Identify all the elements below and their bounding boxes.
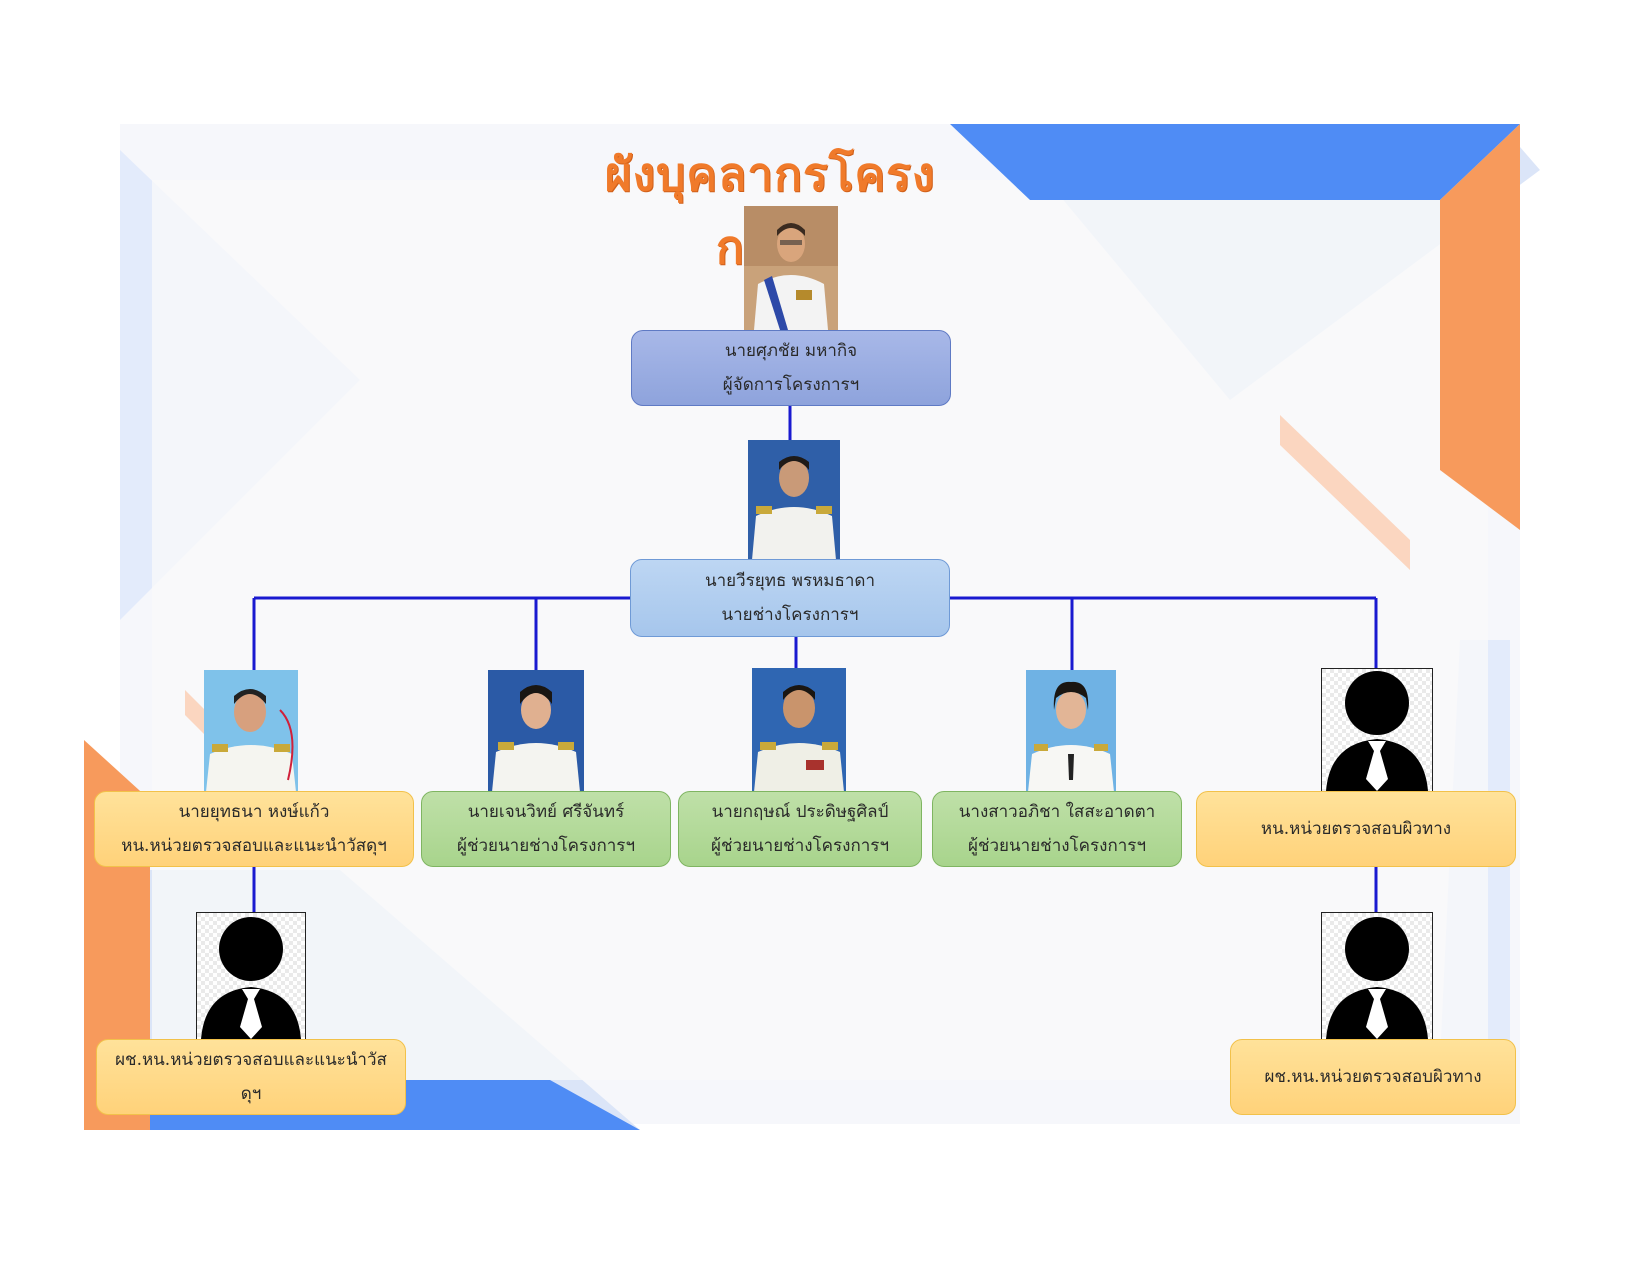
manager-role: ผู้จัดการโครงการฯ	[722, 375, 860, 395]
staff-5-role: หน.หน่วยตรวจสอบผิวทาง	[1260, 819, 1452, 839]
staff-3-name: นายกฤษณ์ ประดิษฐศิลป์	[711, 802, 889, 822]
staff-1-box: นายยุทธนา หงษ์แก้ว หน.หน่วยตรวจสอบและแนะ…	[94, 791, 414, 867]
engineer-role: นายช่างโครงการฯ	[721, 605, 859, 625]
person-silhouette-icon	[1322, 913, 1432, 1039]
engineer-box: นายวีรยุทธ พรหมธาดา นายช่างโครงการฯ	[630, 559, 950, 637]
staff-4-photo	[1026, 670, 1116, 792]
staff-2-box: นายเจนวิทย์ ศรีจันทร์ ผู้ช่วยนายช่างโครง…	[421, 791, 671, 867]
staff-1-name: นายยุทธนา หงษ์แก้ว	[178, 802, 330, 822]
manager-photo	[744, 206, 838, 330]
manager-box: นายศุภชัย มหากิจ ผู้จัดการโครงการฯ	[631, 330, 951, 406]
deputy-2-role: ผช.หน.หน่วยตรวจสอบผิวทาง	[1264, 1067, 1482, 1087]
engineer-photo	[748, 440, 840, 560]
staff-2-role: ผู้ช่วยนายช่างโครงการฯ	[457, 836, 635, 856]
deputy-2-box: ผช.หน.หน่วยตรวจสอบผิวทาง	[1230, 1039, 1516, 1115]
deputy-2-photo-placeholder	[1321, 912, 1433, 1040]
person-silhouette-icon	[197, 913, 305, 1039]
deputy-1-photo-placeholder	[196, 912, 306, 1040]
staff-2-name: นายเจนวิทย์ ศรีจันทร์	[467, 802, 625, 822]
staff-4-box: นางสาวอภิชา ใสสะอาดตา ผู้ช่วยนายช่างโครง…	[932, 791, 1182, 867]
staff-3-box: นายกฤษณ์ ประดิษฐศิลป์ ผู้ช่วยนายช่างโครง…	[678, 791, 922, 867]
staff-5-photo-placeholder	[1321, 668, 1433, 792]
deputy-1-role: ผช.หน.หน่วยตรวจสอบและแนะนำวัสดุฯ	[115, 1050, 387, 1104]
staff-1-role: หน.หน่วยตรวจสอบและแนะนำวัสดุฯ	[121, 836, 387, 856]
staff-4-name: นางสาวอภิชา ใสสะอาดตา	[958, 802, 1156, 822]
deputy-1-box: ผช.หน.หน่วยตรวจสอบและแนะนำวัสดุฯ	[96, 1039, 406, 1115]
staff-5-box: หน.หน่วยตรวจสอบผิวทาง	[1196, 791, 1516, 867]
staff-3-role: ผู้ช่วยนายช่างโครงการฯ	[711, 836, 889, 856]
staff-4-role: ผู้ช่วยนายช่างโครงการฯ	[968, 836, 1146, 856]
bg-stripe-right-peach	[1280, 415, 1410, 570]
bg-shape-right-orange	[1440, 124, 1520, 530]
person-silhouette-icon	[1322, 669, 1432, 791]
staff-1-photo	[204, 670, 298, 792]
manager-name: นายศุภชัย มหากิจ	[724, 341, 858, 361]
engineer-name: นายวีรยุทธ พรหมธาดา	[704, 571, 875, 591]
staff-2-photo	[488, 670, 584, 792]
bg-shape-top-right-blue	[950, 124, 1520, 200]
staff-3-photo	[752, 668, 846, 792]
